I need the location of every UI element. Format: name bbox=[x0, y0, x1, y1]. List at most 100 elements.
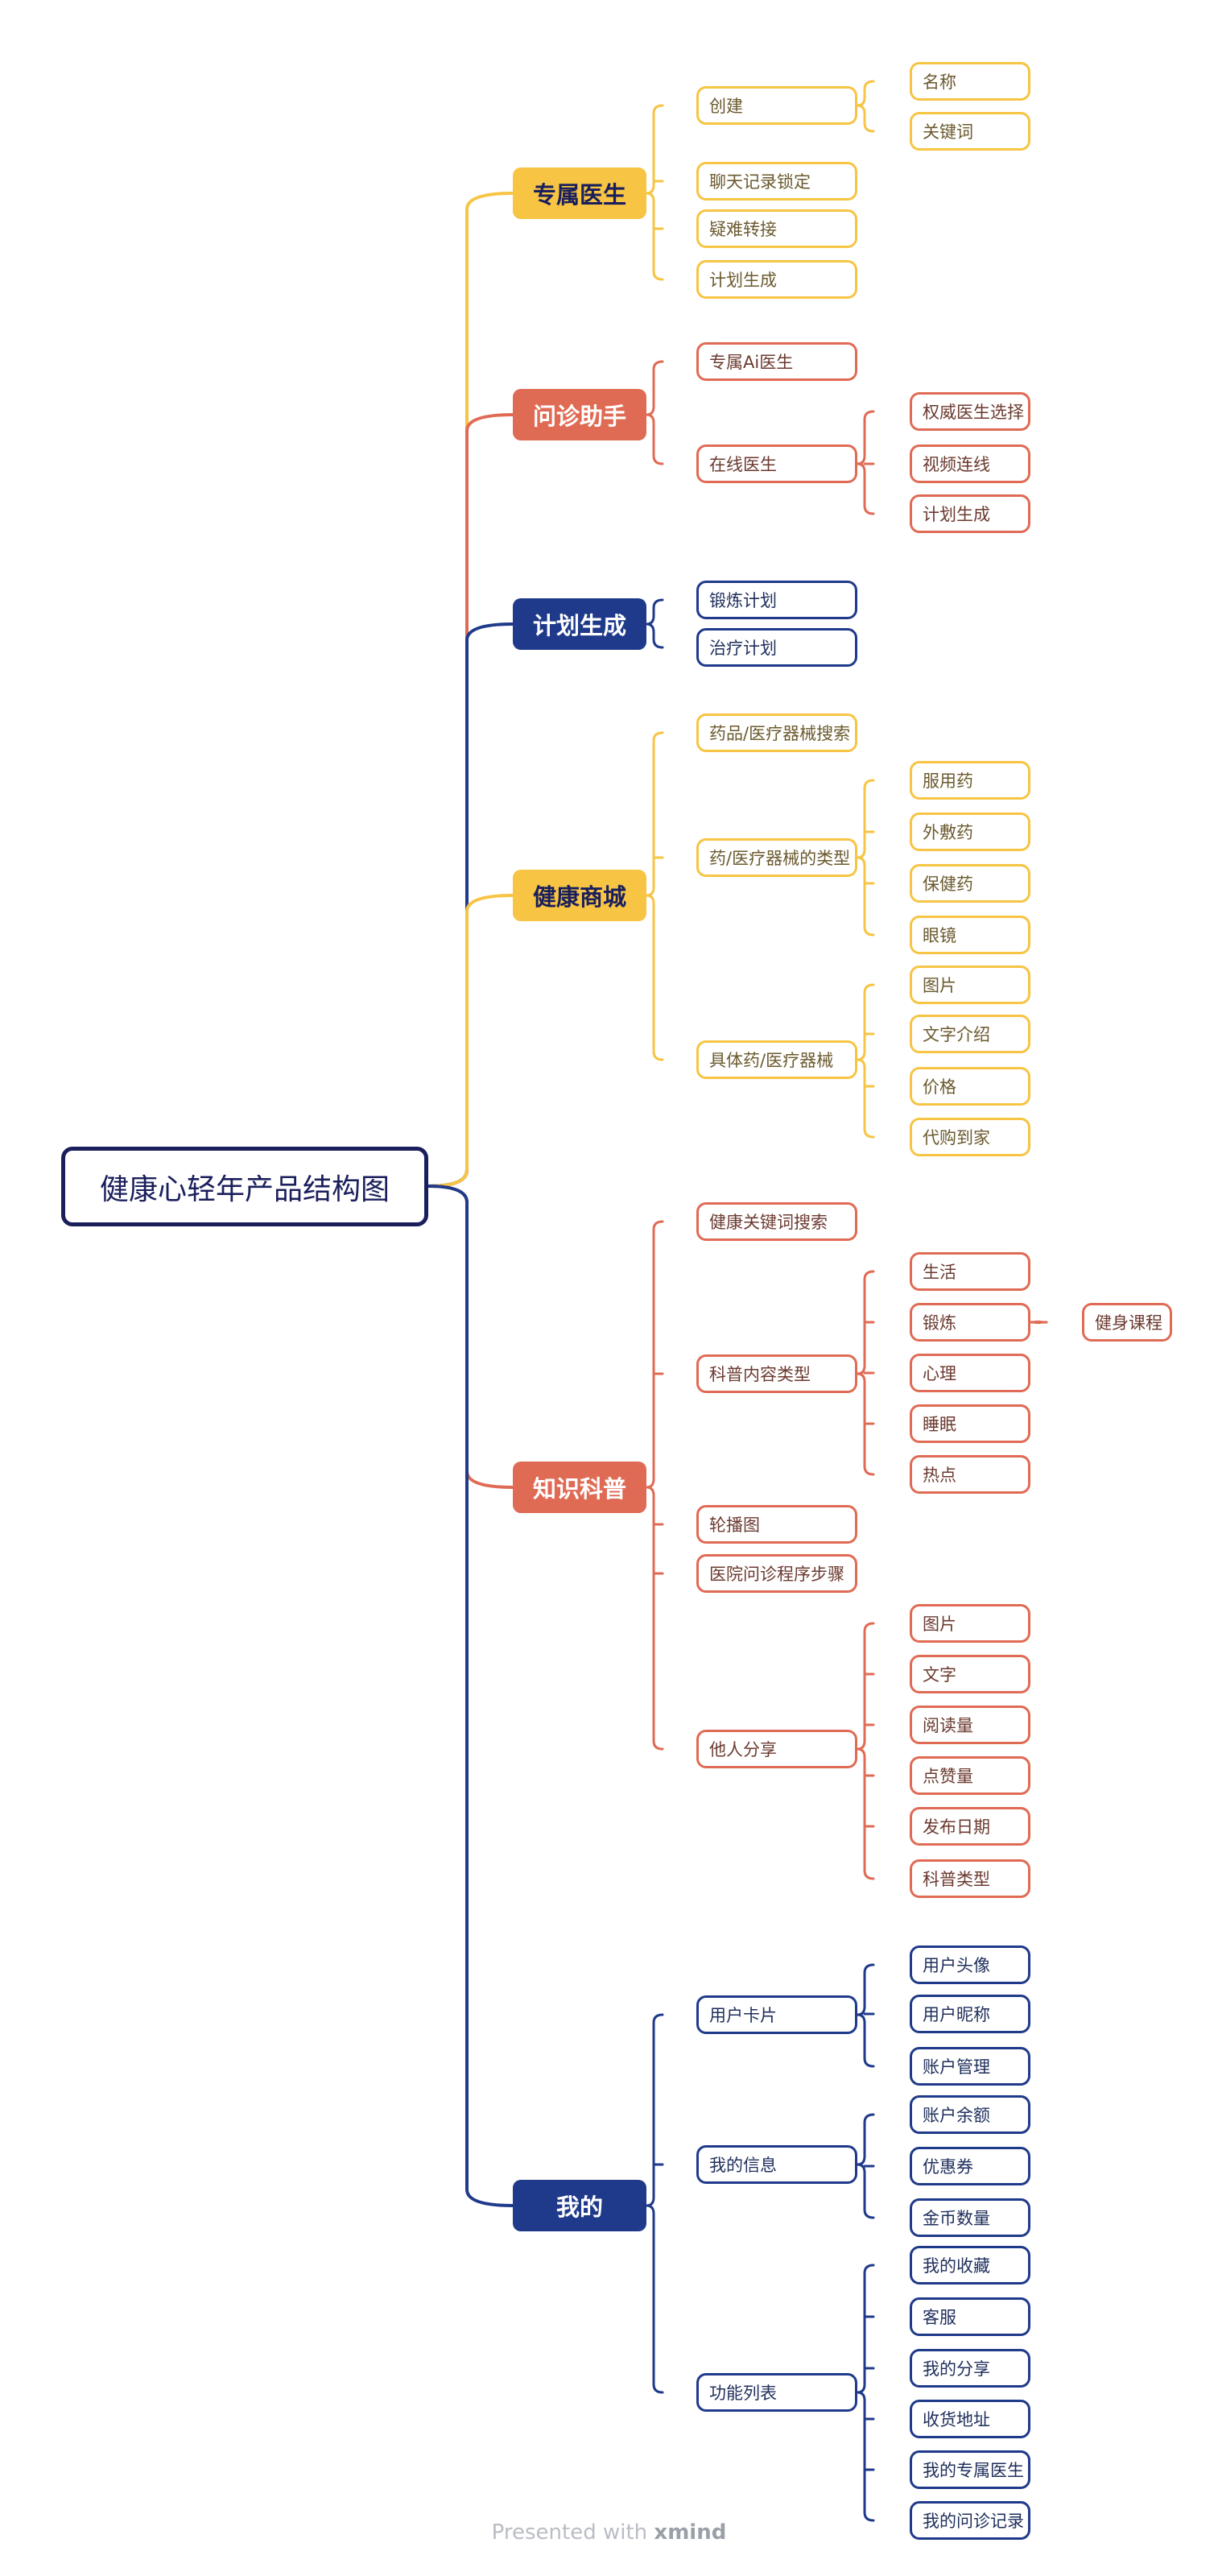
footer-prefix: Presented with bbox=[491, 2520, 648, 2545]
leaf-topic[interactable]: 代购到家 bbox=[910, 1118, 1030, 1156]
connector-line bbox=[645, 622, 664, 649]
connector-line bbox=[645, 413, 664, 465]
leaf-topic[interactable]: 权威医生选择 bbox=[910, 392, 1030, 431]
subtopic[interactable]: 专属Ai医生 bbox=[696, 342, 857, 381]
leaf-topic[interactable]: 我的分享 bbox=[910, 2349, 1030, 2388]
branch-1[interactable]: 专属医生 bbox=[513, 167, 646, 219]
connector-line bbox=[645, 192, 664, 281]
connector-line bbox=[856, 1058, 875, 1139]
connector-line bbox=[856, 2113, 875, 2166]
leaf-topic[interactable]: 保健药 bbox=[910, 864, 1030, 903]
subtopic[interactable]: 疑难转接 bbox=[696, 209, 857, 248]
subtopic[interactable]: 功能列表 bbox=[696, 2373, 857, 2412]
subtopic[interactable]: 我的信息 bbox=[696, 2145, 857, 2184]
branch-2[interactable]: 问诊助手 bbox=[513, 389, 646, 440]
leaf-topic[interactable]: 计划生成 bbox=[910, 494, 1030, 533]
leaf-topic[interactable]: 图片 bbox=[910, 1604, 1030, 1643]
leaf-topic[interactable]: 生活 bbox=[910, 1252, 1030, 1291]
connector-line bbox=[856, 1622, 875, 1751]
leaf-topic[interactable]: 账户管理 bbox=[910, 2047, 1030, 2086]
connector-line bbox=[856, 1747, 875, 1880]
connector-line bbox=[427, 1185, 514, 1489]
subtopic[interactable]: 具体药/医疗器械 bbox=[696, 1040, 857, 1079]
connector-line bbox=[856, 104, 875, 133]
connector-line bbox=[1029, 1320, 1048, 1325]
leaf-topic[interactable]: 金币数量 bbox=[910, 2198, 1030, 2237]
branch-6[interactable]: 我的 bbox=[513, 2180, 646, 2231]
subtopic[interactable]: 创建 bbox=[696, 86, 857, 125]
subtopic[interactable]: 医院问诊程序步骤 bbox=[696, 1554, 857, 1593]
branch-5[interactable]: 知识科普 bbox=[513, 1462, 646, 1513]
connector-line bbox=[856, 983, 875, 1061]
subtopic[interactable]: 锻炼计划 bbox=[696, 581, 857, 619]
leaf-topic[interactable]: 外敷药 bbox=[910, 812, 1030, 851]
connector-line bbox=[645, 360, 664, 416]
subtopic[interactable]: 用户卡片 bbox=[696, 1995, 857, 2034]
subtopic[interactable]: 他人分享 bbox=[696, 1730, 857, 1768]
connector-line bbox=[427, 413, 514, 1188]
connector-line bbox=[645, 1220, 664, 1489]
leaf-topic[interactable]: 优惠券 bbox=[910, 2147, 1030, 2185]
connector-line bbox=[645, 598, 664, 626]
leaf-topic[interactable]: 价格 bbox=[910, 1067, 1030, 1106]
connector-line bbox=[645, 731, 664, 897]
connector-line bbox=[645, 2013, 664, 2207]
leaf-topic[interactable]: 账户余额 bbox=[910, 2095, 1030, 2134]
connector-line bbox=[427, 1185, 514, 2207]
root-topic[interactable]: 健康心轻年产品结构图 bbox=[61, 1147, 428, 1226]
leaf-topic[interactable]: 发布日期 bbox=[910, 1807, 1030, 1846]
connector-line bbox=[856, 779, 875, 859]
subtopic[interactable]: 聊天记录锁定 bbox=[696, 162, 857, 201]
leaf-topic[interactable]: 我的收藏 bbox=[910, 2246, 1030, 2284]
leaf-topic[interactable]: 睡眠 bbox=[910, 1404, 1030, 1443]
connector-line bbox=[856, 462, 875, 515]
subtopic[interactable]: 计划生成 bbox=[696, 260, 857, 299]
connector-line bbox=[645, 894, 664, 1061]
subtopic[interactable]: 在线医生 bbox=[696, 444, 857, 483]
leaf-topic[interactable]: 用户昵称 bbox=[910, 1995, 1030, 2033]
connector-line bbox=[856, 2013, 875, 2068]
connector-line bbox=[645, 1486, 664, 1751]
connector-line bbox=[645, 2204, 664, 2394]
connector-line bbox=[427, 894, 514, 1188]
subtopic[interactable]: 健康关键词搜索 bbox=[696, 1202, 857, 1241]
leaf-topic[interactable]: 收货地址 bbox=[910, 2400, 1030, 2438]
leaf-topic[interactable]: 我的问诊记录 bbox=[910, 2501, 1030, 2540]
leaf-topic[interactable]: 心理 bbox=[910, 1354, 1030, 1392]
subtopic[interactable]: 治疗计划 bbox=[696, 628, 857, 667]
leaf-topic[interactable]: 名称 bbox=[910, 62, 1030, 101]
leaf-topic[interactable]: 视频连线 bbox=[910, 444, 1030, 483]
footer-brand: xmind bbox=[654, 2520, 727, 2545]
leaf-topic-detail[interactable]: 健身课程 bbox=[1082, 1303, 1172, 1342]
subtopic[interactable]: 轮播图 bbox=[696, 1505, 857, 1544]
leaf-topic[interactable]: 眼镜 bbox=[910, 916, 1030, 954]
leaf-topic[interactable]: 服用药 bbox=[910, 761, 1030, 800]
connector-line bbox=[856, 2391, 875, 2522]
connector-line bbox=[856, 856, 875, 937]
leaf-topic[interactable]: 图片 bbox=[910, 965, 1030, 1004]
connector-line bbox=[645, 104, 664, 195]
subtopic[interactable]: 科普内容类型 bbox=[696, 1354, 857, 1393]
connector-line bbox=[856, 410, 875, 465]
connector-line bbox=[427, 192, 514, 1188]
connector-line bbox=[856, 1963, 875, 2016]
branch-4[interactable]: 健康商城 bbox=[513, 870, 646, 921]
connector-line bbox=[856, 80, 875, 107]
leaf-topic[interactable]: 文字介绍 bbox=[910, 1015, 1030, 1053]
leaf-topic[interactable]: 用户头像 bbox=[910, 1945, 1030, 1984]
leaf-topic[interactable]: 科普类型 bbox=[910, 1859, 1030, 1898]
leaf-topic[interactable]: 点赞量 bbox=[910, 1756, 1030, 1795]
leaf-topic[interactable]: 关键词 bbox=[910, 112, 1030, 151]
leaf-topic[interactable]: 热点 bbox=[910, 1455, 1030, 1494]
branch-3[interactable]: 计划生成 bbox=[513, 598, 646, 650]
leaf-topic[interactable]: 客服 bbox=[910, 2297, 1030, 2336]
leaf-topic[interactable]: 锻炼 bbox=[910, 1303, 1030, 1342]
subtopic[interactable]: 药品/医疗器械搜索 bbox=[696, 713, 857, 752]
leaf-topic[interactable]: 阅读量 bbox=[910, 1706, 1030, 1744]
footer-credit: Presented with xmind bbox=[0, 2520, 1218, 2545]
subtopic[interactable]: 药/医疗器械的类型 bbox=[696, 838, 857, 877]
leaf-topic[interactable]: 我的专属医生 bbox=[910, 2450, 1030, 2489]
leaf-topic[interactable]: 文字 bbox=[910, 1655, 1030, 1693]
